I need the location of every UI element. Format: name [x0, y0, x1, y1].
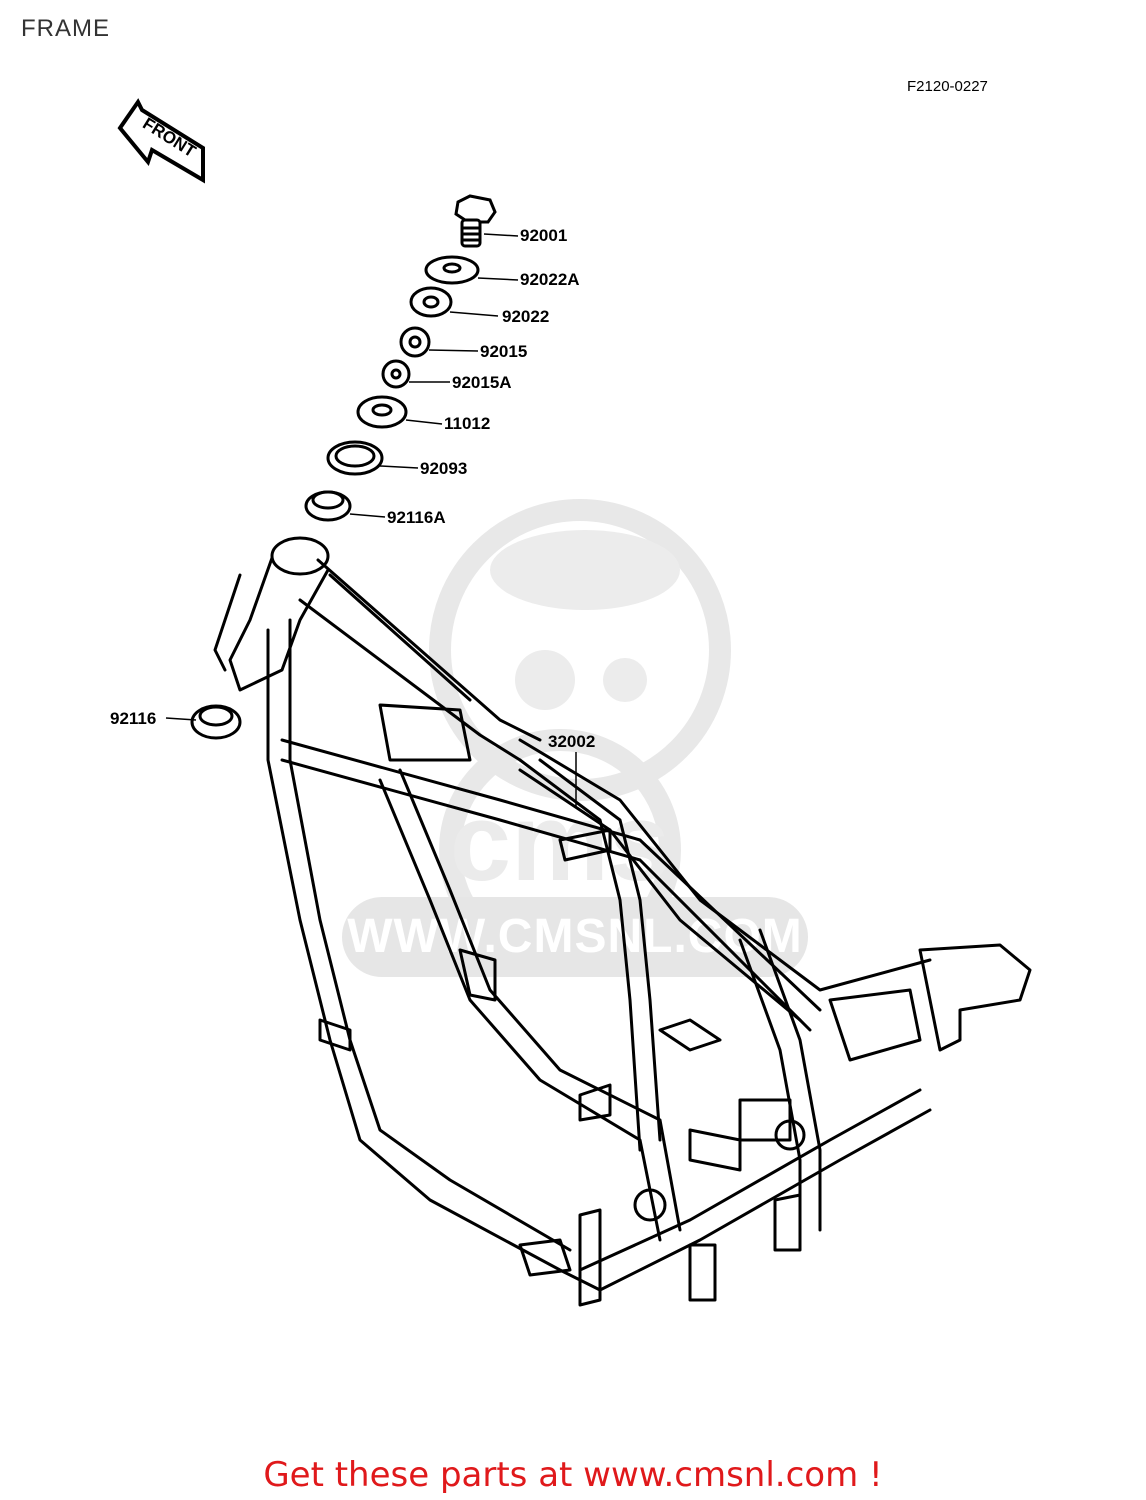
part-label-92093[interactable]: 92093: [420, 459, 468, 478]
part-label-92022a[interactable]: 92022A: [520, 270, 580, 289]
part-label-32002[interactable]: 32002: [548, 732, 596, 751]
part-label-92015a[interactable]: 92015A: [452, 373, 512, 392]
part-label-92116[interactable]: 92116: [110, 709, 157, 728]
bolt-icon: [454, 194, 497, 248]
exploded-parts: [190, 194, 497, 740]
leader-lines: [165, 233, 577, 808]
frame-icon: [213, 536, 1032, 1307]
page-title: FRAME: [21, 15, 110, 42]
part-label-92022[interactable]: 92022: [502, 307, 550, 326]
part-label-92001[interactable]: 92001: [520, 226, 568, 245]
diagram-code: F2120-0227: [907, 78, 988, 95]
part-label-92116a[interactable]: 92116A: [387, 508, 446, 527]
front-arrow-icon: FRONT: [117, 98, 205, 184]
get-parts-link[interactable]: Get these parts at www.cmsnl.com !: [263, 1455, 883, 1495]
part-label-92015[interactable]: 92015: [480, 342, 528, 361]
part-label-11012[interactable]: 11012: [444, 414, 491, 433]
